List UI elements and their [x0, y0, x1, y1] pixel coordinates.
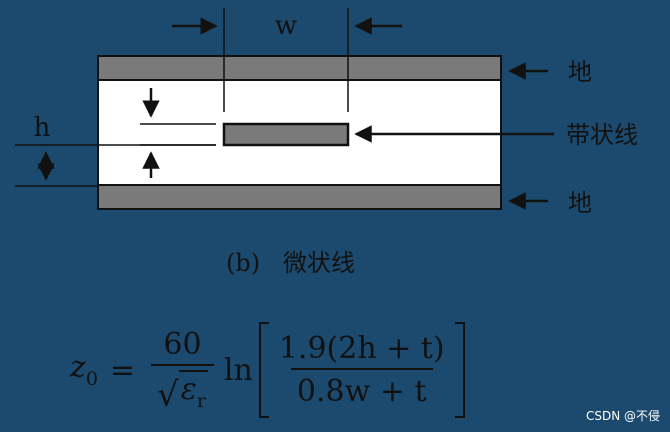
- ground-bottom-label: 地: [568, 189, 592, 217]
- stripline-diagram: w h 地 带状线 地 (b) 微状线: [15, 8, 638, 277]
- ground-plane-top: [97, 55, 502, 81]
- coefficient-fraction: 60 √ εr: [151, 327, 214, 414]
- right-bracket: [454, 322, 465, 418]
- coefficient-denominator: √ εr: [151, 363, 214, 415]
- ground-top-label: 地: [568, 58, 592, 86]
- watermark: CSDN @不侵: [585, 409, 660, 423]
- ground-plane-bottom: [97, 184, 502, 210]
- diagram-caption: (b) 微状线: [226, 249, 355, 277]
- ln-operator: ln: [223, 352, 253, 388]
- log-argument-fraction: 1.9(2h + t) 0.8w + t: [273, 331, 451, 409]
- w-label: w: [275, 11, 297, 41]
- strip-label: 带状线: [566, 121, 638, 149]
- bracketed-fraction: 1.9(2h + t) 0.8w + t: [258, 322, 465, 418]
- sqrt-symbol: √ εr: [157, 369, 208, 415]
- log-denominator: 0.8w + t: [290, 368, 433, 409]
- z-symbol: z0: [70, 350, 98, 390]
- coefficient-numerator: 60: [163, 326, 202, 362]
- log-numerator: 1.9(2h + t): [278, 331, 445, 366]
- impedance-formula: z0 = 60 √ εr ln 1.9(2h + t) 0.8w + t: [70, 318, 465, 422]
- h-label: h: [34, 113, 51, 143]
- left-bracket: [258, 322, 269, 418]
- strip-conductor: [222, 122, 350, 147]
- equals-sign: =: [109, 352, 136, 388]
